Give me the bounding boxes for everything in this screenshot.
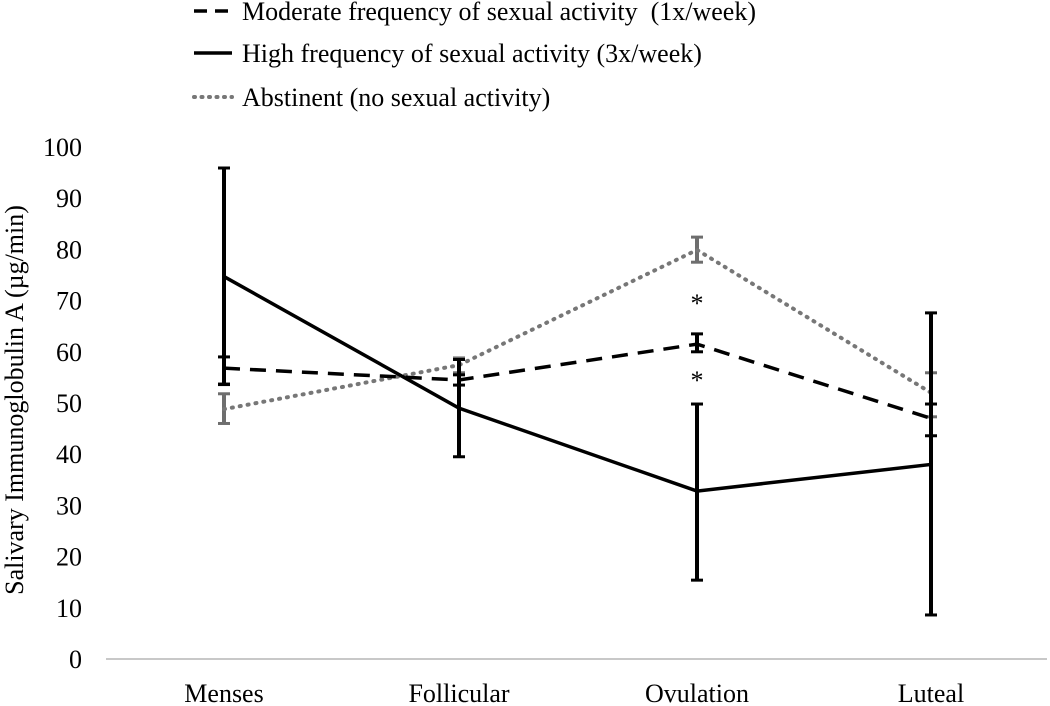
y-tick-label: 20 xyxy=(56,543,82,572)
y-tick-label: 70 xyxy=(56,287,82,316)
y-tick-label: 30 xyxy=(56,491,82,520)
annotations: ** xyxy=(691,289,704,395)
y-tick-label: 100 xyxy=(43,133,82,162)
y-tick-label: 10 xyxy=(56,594,82,623)
legend-label: Abstinent (no sexual activity) xyxy=(242,83,550,112)
y-tick-label: 80 xyxy=(56,235,82,264)
series-solid xyxy=(218,166,937,617)
error-bar xyxy=(925,311,937,617)
y-tick-label: 50 xyxy=(56,389,82,418)
y-axis-title: Salivary Immunoglobulin A (µg/min) xyxy=(0,205,29,595)
x-tick-label: Follicular xyxy=(408,679,509,706)
legend-label: Moderate frequency of sexual activity (1… xyxy=(242,0,756,26)
significance-asterisk: * xyxy=(691,289,704,318)
y-axis: 0 10 20 30 40 50 60 70 80 90 100 xyxy=(43,133,82,674)
legend-item: Moderate frequency of sexual activity (1… xyxy=(194,0,756,26)
legend: Moderate frequency of sexual activity (1… xyxy=(192,0,756,112)
series-line xyxy=(223,275,932,493)
x-tick-label: Ovulation xyxy=(645,679,749,706)
legend-label: High frequency of sexual activity (3x/we… xyxy=(242,39,702,68)
series-dotted xyxy=(218,235,937,425)
x-tick-label: Luteal xyxy=(898,679,964,706)
y-tick-label: 60 xyxy=(56,338,82,367)
x-axis: Menses Follicular Ovulation Luteal xyxy=(106,658,1047,706)
error-bar xyxy=(218,166,230,387)
legend-item: Abstinent (no sexual activity) xyxy=(192,83,550,112)
series-line xyxy=(222,247,933,412)
plot-area xyxy=(218,166,937,617)
series-line xyxy=(223,342,932,421)
x-tick-label: Menses xyxy=(184,679,263,706)
y-tick-label: 0 xyxy=(69,645,82,674)
significance-asterisk: * xyxy=(691,366,704,395)
series-dashed xyxy=(218,332,937,438)
y-tick-label: 40 xyxy=(56,440,82,469)
legend-item: High frequency of sexual activity (3x/we… xyxy=(194,39,702,68)
y-tick-label: 90 xyxy=(56,184,82,213)
